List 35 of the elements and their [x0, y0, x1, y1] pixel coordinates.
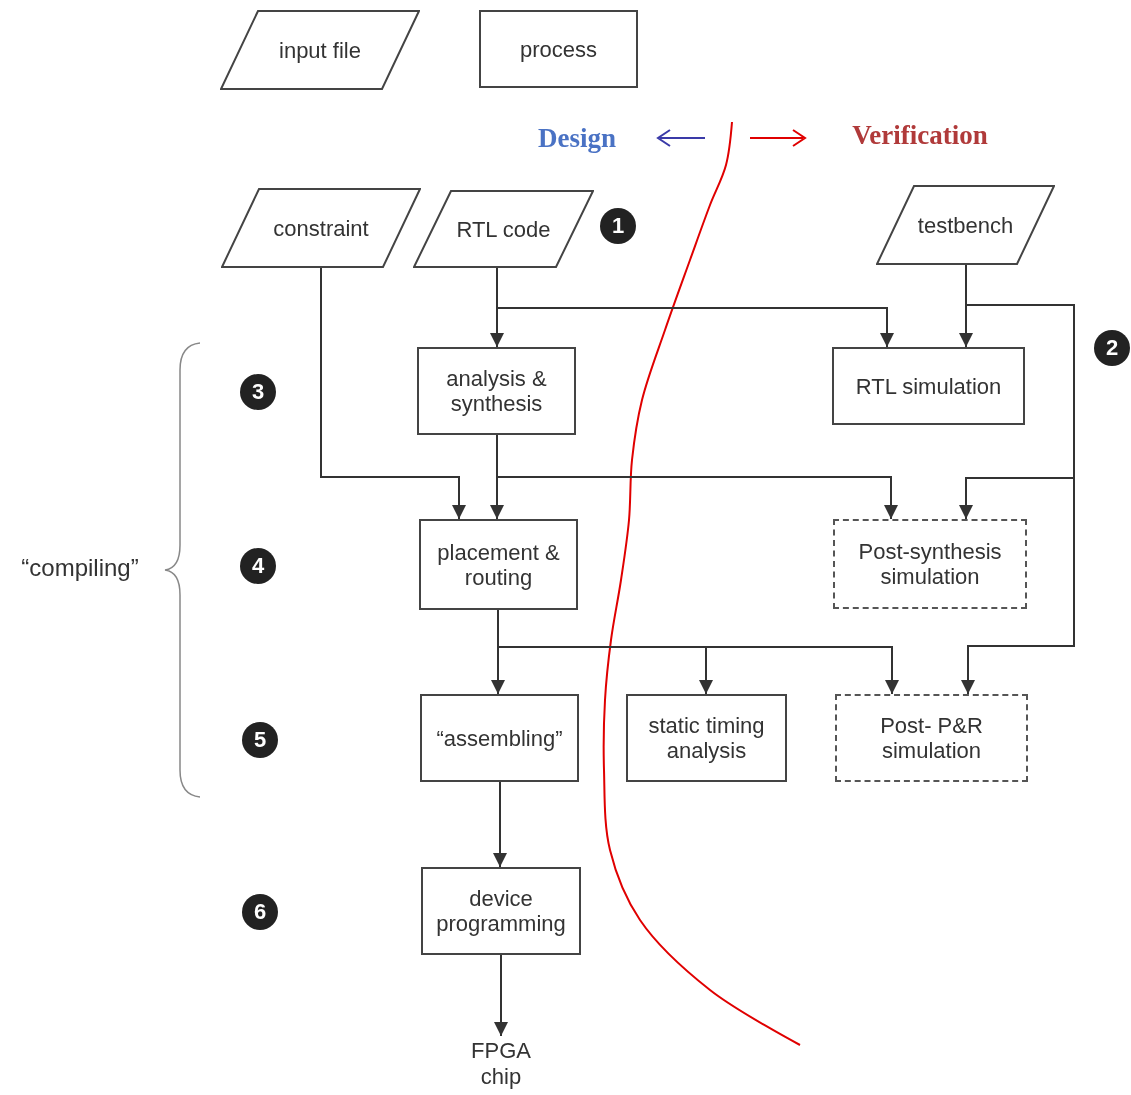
section-heading: Verification [852, 119, 988, 151]
node-label: RTL simulation [855, 373, 1002, 399]
node-label: device programming [435, 886, 567, 936]
process-box [420, 694, 579, 782]
node-label: input file [279, 37, 361, 63]
node-label: analysis & synthesis [445, 366, 548, 416]
step-number: 6 [242, 894, 278, 930]
process-box [417, 347, 576, 435]
step-number: 4 [240, 548, 276, 584]
node-label: Post- P&R simulation [879, 713, 984, 763]
node-label: process [519, 36, 597, 62]
arrow [493, 781, 507, 868]
process-box [419, 519, 578, 610]
node-label: placement & routing [436, 539, 561, 590]
step-number: 3 [240, 374, 276, 410]
node-label: RTL code [456, 216, 551, 242]
step-number: 5 [242, 722, 278, 758]
step-number: 1 [600, 208, 636, 244]
section-heading: Design [538, 122, 616, 154]
process-box [421, 867, 581, 955]
node-label: static timing analysis [647, 713, 766, 763]
process-box [626, 694, 787, 782]
process-box [479, 10, 638, 88]
arrow [320, 267, 466, 520]
node-label: Post-synthesis simulation [857, 539, 1003, 589]
node-label: constraint [273, 215, 369, 241]
arrow [494, 954, 508, 1037]
side-label: “compiling” [21, 554, 139, 582]
step-number: 2 [1094, 330, 1130, 366]
dashed-process-box [833, 519, 1027, 609]
process-box [832, 347, 1025, 425]
node-label: testbench [917, 212, 1014, 238]
node-label: “assembling” [436, 725, 563, 751]
node-label: FPGA chip [470, 1038, 532, 1090]
dashed-process-box [835, 694, 1028, 782]
